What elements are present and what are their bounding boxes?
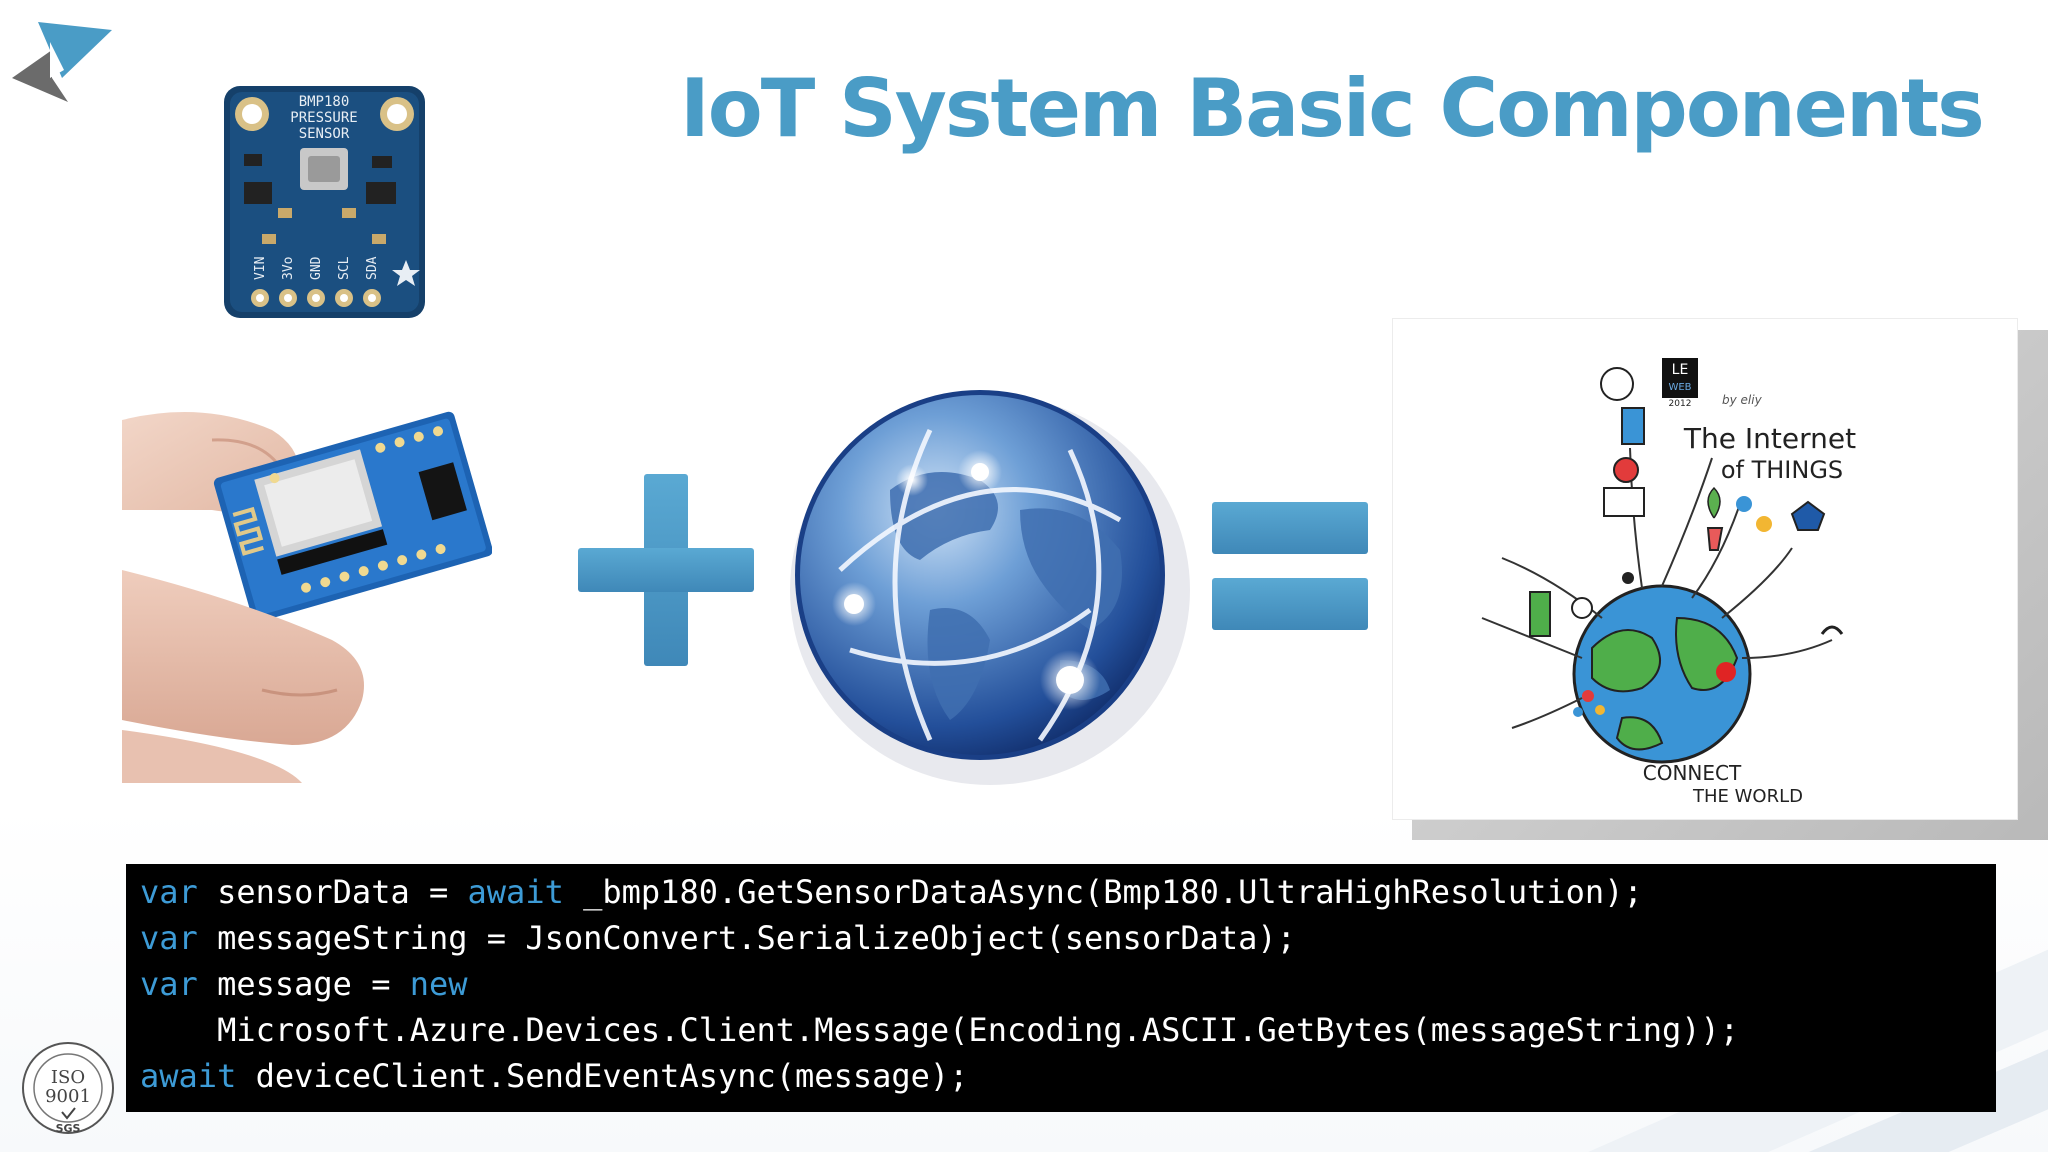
- code-keyword: var: [140, 873, 198, 911]
- internet-of-things-illustration: LE WEB 2012 by eliy The Internet of THIN…: [1481, 358, 1856, 807]
- iot-headline-2: of THINGS: [1721, 456, 1843, 484]
- code-keyword: var: [140, 919, 198, 957]
- code-line-1: var sensorData = await _bmp180.GetSensor…: [140, 872, 1643, 912]
- page-title: IoT System Basic Components: [680, 62, 1985, 155]
- iot-footer-2: THE WORLD: [1692, 786, 1803, 807]
- leweb-badge-year: 2012: [1669, 399, 1692, 409]
- code-text: messageString = JsonConvert.SerializeObj…: [197, 919, 1296, 957]
- code-line-2: var messageString = JsonConvert.Serializ…: [140, 918, 1296, 958]
- code-text: deviceClient.SendEventAsync(message);: [236, 1057, 969, 1095]
- code-keyword: var: [140, 965, 198, 1003]
- equals-icon: [1212, 502, 1368, 630]
- plus-icon: [578, 474, 754, 666]
- iso-badge-footer: SGS: [56, 1122, 81, 1135]
- code-line-4: Microsoft.Azure.Devices.Client.Message(E…: [140, 1010, 1739, 1050]
- iso-badge-icon: ISO 9001 SGS: [22, 1042, 114, 1135]
- code-line-3: var message = new: [140, 964, 468, 1004]
- pin-label-vin: VIN: [253, 257, 268, 280]
- arrow-logo-icon: [12, 22, 112, 102]
- code-keyword: new: [409, 965, 468, 1003]
- esp8266-board-photo: [122, 400, 492, 783]
- code-keyword: await: [467, 873, 564, 911]
- code-keyword: await: [140, 1057, 237, 1095]
- sensor-label-2: PRESSURE: [290, 110, 357, 126]
- sensor-label-1: BMP180: [299, 94, 350, 110]
- illustration-byline: by eliy: [1722, 393, 1763, 407]
- iot-headline-1: The Internet: [1683, 422, 1856, 455]
- pin-label-scl: SCL: [337, 256, 352, 280]
- pin-label-gnd: GND: [309, 256, 324, 280]
- bmp180-sensor-board: BMP180 PRESSURE SENSOR VIN 3Vo GND SCL S…: [224, 86, 425, 318]
- iso-badge-number: 9001: [45, 1086, 91, 1107]
- sensor-label-3: SENSOR: [299, 126, 350, 142]
- code-text: message =: [197, 965, 410, 1003]
- pin-label-3vo: 3Vo: [281, 257, 296, 280]
- globe-icon: [790, 390, 1190, 785]
- code-text: sensorData =: [197, 873, 468, 911]
- pin-label-sda: SDA: [365, 256, 380, 280]
- code-text: _bmp180.GetSensorDataAsync(Bmp180.UltraH…: [563, 873, 1643, 911]
- code-block: var sensorData = await _bmp180.GetSensor…: [126, 864, 1996, 1112]
- code-text: Microsoft.Azure.Devices.Client.Message(E…: [140, 1011, 1740, 1049]
- iso-badge-top: ISO: [51, 1067, 85, 1088]
- leweb-badge-top: LE: [1672, 362, 1689, 378]
- code-line-5: await deviceClient.SendEventAsync(messag…: [140, 1056, 968, 1096]
- iot-footer-1: CONNECT: [1643, 761, 1742, 785]
- leweb-badge-mid: WEB: [1668, 382, 1691, 393]
